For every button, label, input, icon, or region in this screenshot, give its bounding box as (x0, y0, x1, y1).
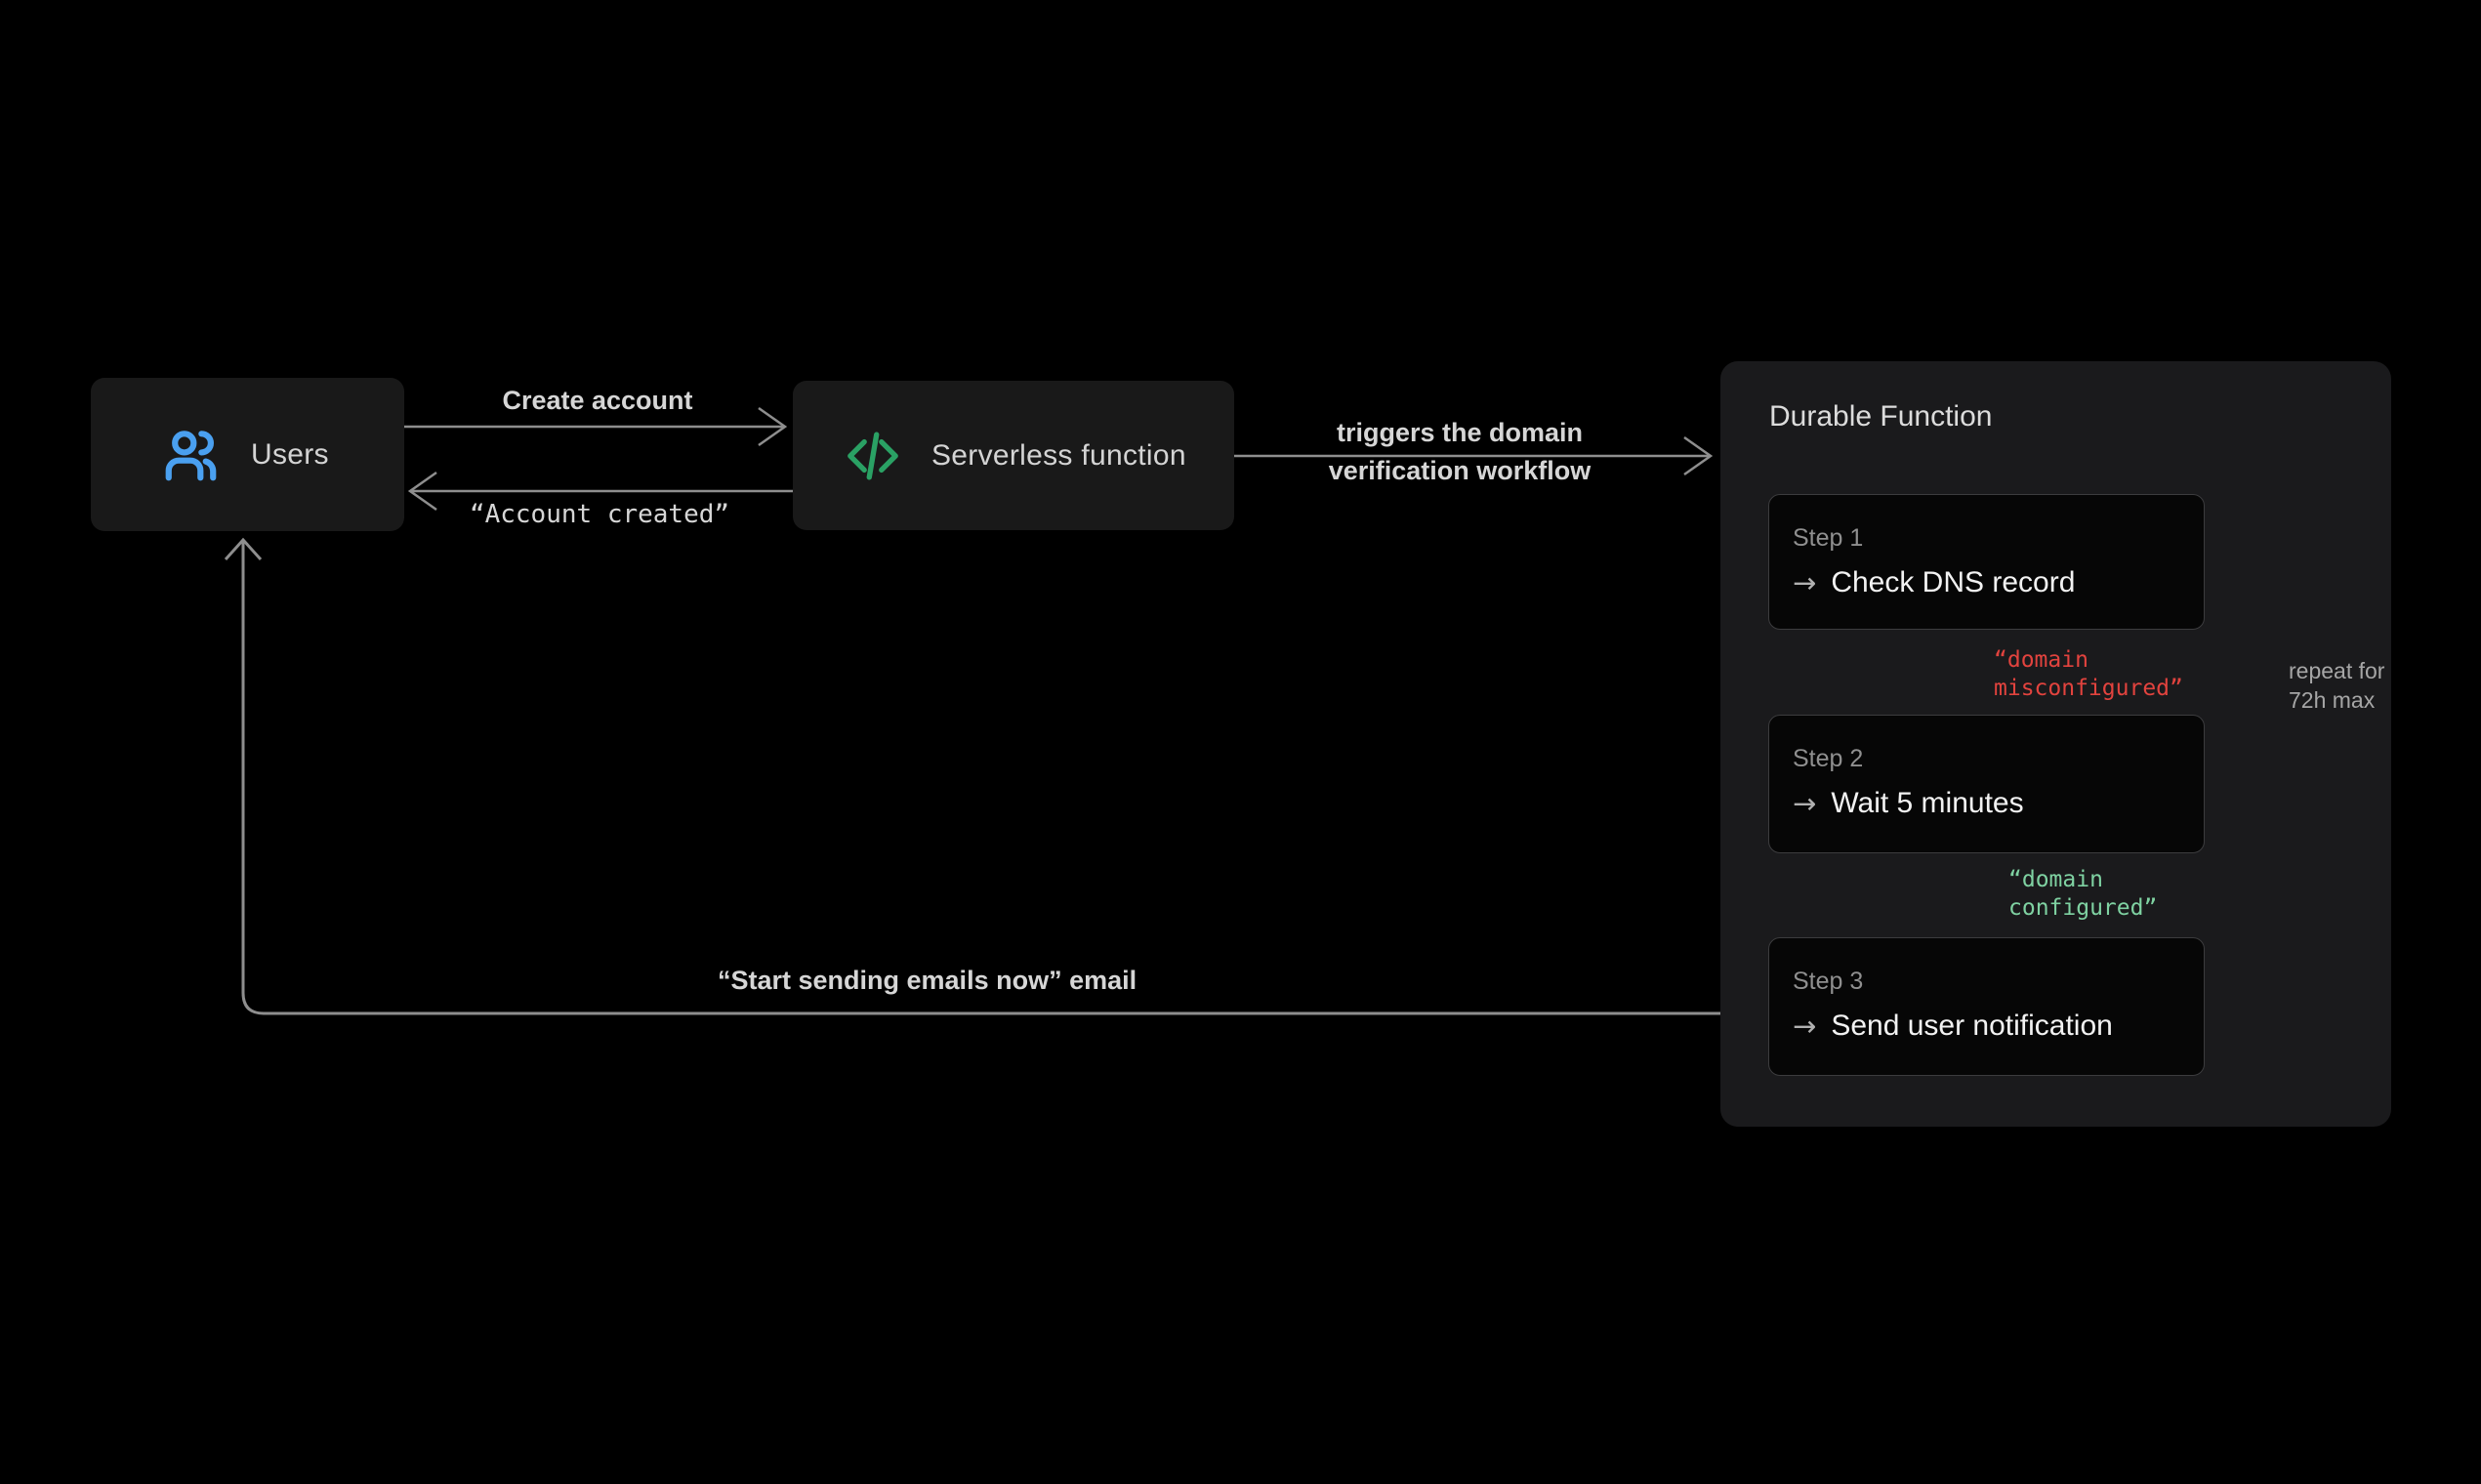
step-1-label: Step 1 (1793, 524, 1864, 552)
triggers-edge-label-line1: triggers the domain (1336, 418, 1584, 447)
arrow-right-icon: → (1793, 1009, 1817, 1043)
domain-configured-line1: “domain (2008, 867, 2103, 892)
account-created-edge-label: “Account created” (469, 500, 730, 529)
durable-function-title: Durable Function (1769, 400, 1993, 433)
serverless-function-node: Serverless function (793, 381, 1234, 530)
step-3-box: Step 3 → Send user notification (1768, 937, 2205, 1076)
edge-start-sending-arrow (224, 537, 1770, 1015)
step-2-action-row: → Wait 5 minutes (1793, 787, 2178, 820)
step-2-box: Step 2 → Wait 5 minutes (1768, 715, 2205, 853)
step-3-action: Send user notification (1831, 1010, 2113, 1042)
step-2-action: Wait 5 minutes (1831, 787, 2024, 819)
users-node-label: Users (251, 437, 329, 471)
step-1-action-row: → Check DNS record (1793, 566, 2178, 599)
users-node: Users (91, 378, 404, 531)
step-1-action: Check DNS record (1831, 566, 2076, 598)
domain-configured-label: “domain configured” (2008, 866, 2157, 923)
repeat-loop-label: repeat for 72h max (2289, 656, 2384, 715)
domain-misconfigured-label: “domain misconfigured” (1994, 646, 2183, 703)
start-sending-emails-edge-label: “Start sending emails now” email (718, 966, 1137, 995)
repeat-loop-label-line2: 72h max (2289, 687, 2376, 713)
triggers-edge-label-line2: verification workflow (1328, 456, 1592, 485)
domain-misconfigured-line2: misconfigured” (1994, 676, 2183, 701)
users-icon (165, 430, 217, 480)
durable-function-panel: Durable Function Step 1 → Check DNS reco… (1720, 361, 2391, 1127)
domain-misconfigured-line1: “domain (1994, 647, 2088, 673)
step-1-box: Step 1 → Check DNS record (1768, 494, 2205, 630)
arrow-right-icon: → (1793, 786, 1817, 820)
repeat-loop-label-line1: repeat for (2289, 658, 2385, 683)
domain-configured-line2: configured” (2008, 895, 2158, 921)
code-icon (848, 431, 898, 480)
step-3-action-row: → Send user notification (1793, 1010, 2178, 1043)
step-3-label: Step 3 (1793, 968, 1864, 995)
serverless-node-label: Serverless function (931, 438, 1186, 472)
triggers-edge-label: triggers the domain verification workflo… (1299, 414, 1621, 490)
arrow-right-icon: → (1793, 565, 1817, 599)
create-account-edge-label: Create account (502, 386, 693, 415)
step-2-label: Step 2 (1793, 745, 1864, 772)
